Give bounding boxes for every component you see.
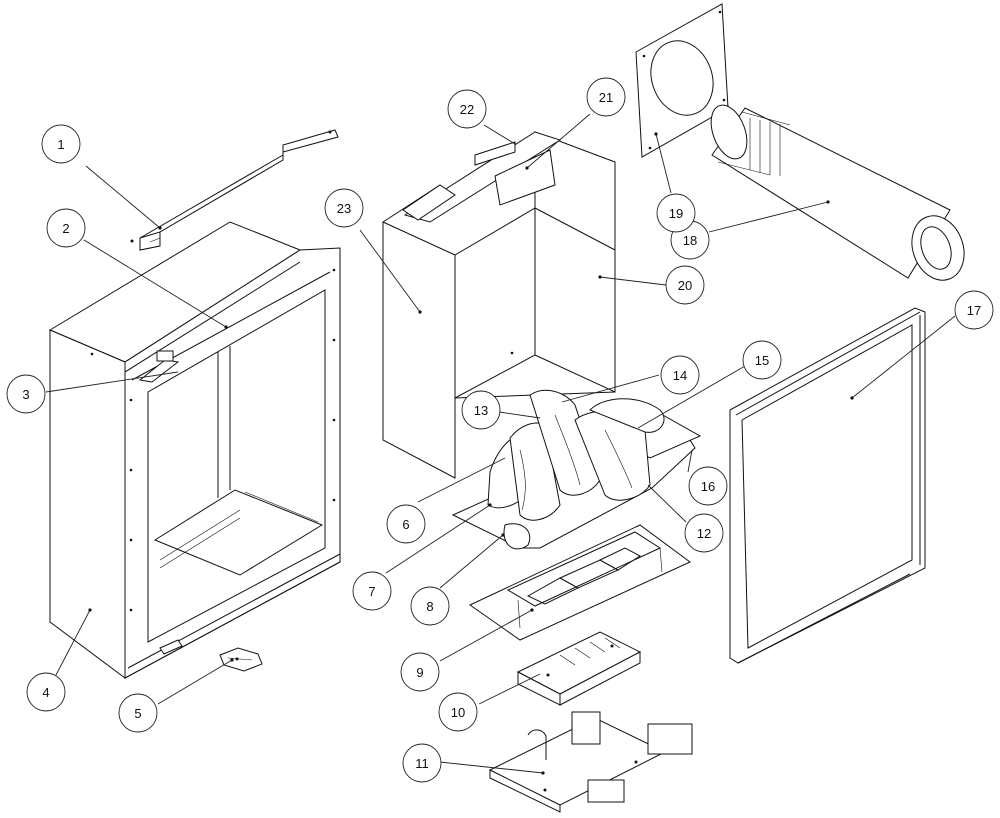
callout-13: 13	[461, 390, 501, 430]
part-clip	[219, 647, 263, 672]
callout-6: 6	[386, 504, 426, 544]
callout-number: 14	[673, 368, 687, 383]
callout-19: 19	[656, 193, 696, 233]
callout-11: 11	[402, 743, 442, 783]
part-flange-plate	[635, 3, 729, 158]
part-burner	[516, 631, 642, 706]
callout-4: 4	[26, 672, 66, 712]
callout-number: 12	[697, 526, 711, 541]
callout-number: 7	[368, 584, 375, 599]
callout-22: 22	[447, 89, 487, 129]
part-valve-assembly	[488, 711, 693, 813]
callout-number: 19	[669, 206, 683, 221]
part-glass-door	[729, 307, 926, 664]
part-outer-box	[48, 221, 341, 679]
callout-7: 7	[352, 571, 392, 611]
callout-20: 20	[665, 265, 705, 305]
callout-1: 1	[41, 124, 81, 164]
callout-number: 23	[337, 201, 351, 216]
part-vent-pipe	[710, 104, 965, 281]
callout-number: 17	[967, 303, 981, 318]
callout-14: 14	[660, 355, 700, 395]
callout-number: 3	[22, 387, 29, 402]
part-log-set	[451, 389, 702, 550]
callout-21: 21	[586, 77, 626, 117]
callout-number: 2	[62, 221, 69, 236]
callout-10: 10	[438, 692, 478, 732]
callout-number: 22	[460, 102, 474, 117]
callout-17: 17	[954, 290, 994, 330]
callout-number: 8	[426, 599, 433, 614]
callout-2: 2	[46, 208, 86, 248]
part-burner-tray	[469, 524, 691, 641]
callout-12: 12	[684, 513, 724, 553]
callout-16: 16	[688, 466, 728, 506]
callout-9: 9	[400, 652, 440, 692]
callout-number: 15	[755, 353, 769, 368]
callout-number: 4	[42, 685, 49, 700]
callout-number: 9	[416, 665, 423, 680]
callout-number: 11	[415, 756, 429, 771]
callout-15: 15	[742, 340, 782, 380]
callout-number: 18	[683, 233, 697, 248]
callout-23: 23	[324, 188, 364, 228]
callout-number: 5	[134, 706, 141, 721]
callout-8: 8	[410, 586, 450, 626]
callout-number: 10	[451, 705, 465, 720]
callout-number: 1	[57, 137, 64, 152]
callout-5: 5	[118, 693, 158, 733]
callout-bubbles: 1 2 3 4 5 6 7 8 9 10 11 12 13 14 15 16 1…	[6, 77, 994, 783]
callout-number: 16	[701, 479, 715, 494]
callout-number: 6	[402, 517, 409, 532]
callout-number: 13	[474, 403, 488, 418]
callout-number: 20	[678, 278, 692, 293]
callout-number: 21	[599, 90, 613, 105]
callout-leader-lines	[45, 113, 956, 775]
callout-3: 3	[6, 374, 46, 414]
part-top-bracket	[130, 129, 339, 251]
